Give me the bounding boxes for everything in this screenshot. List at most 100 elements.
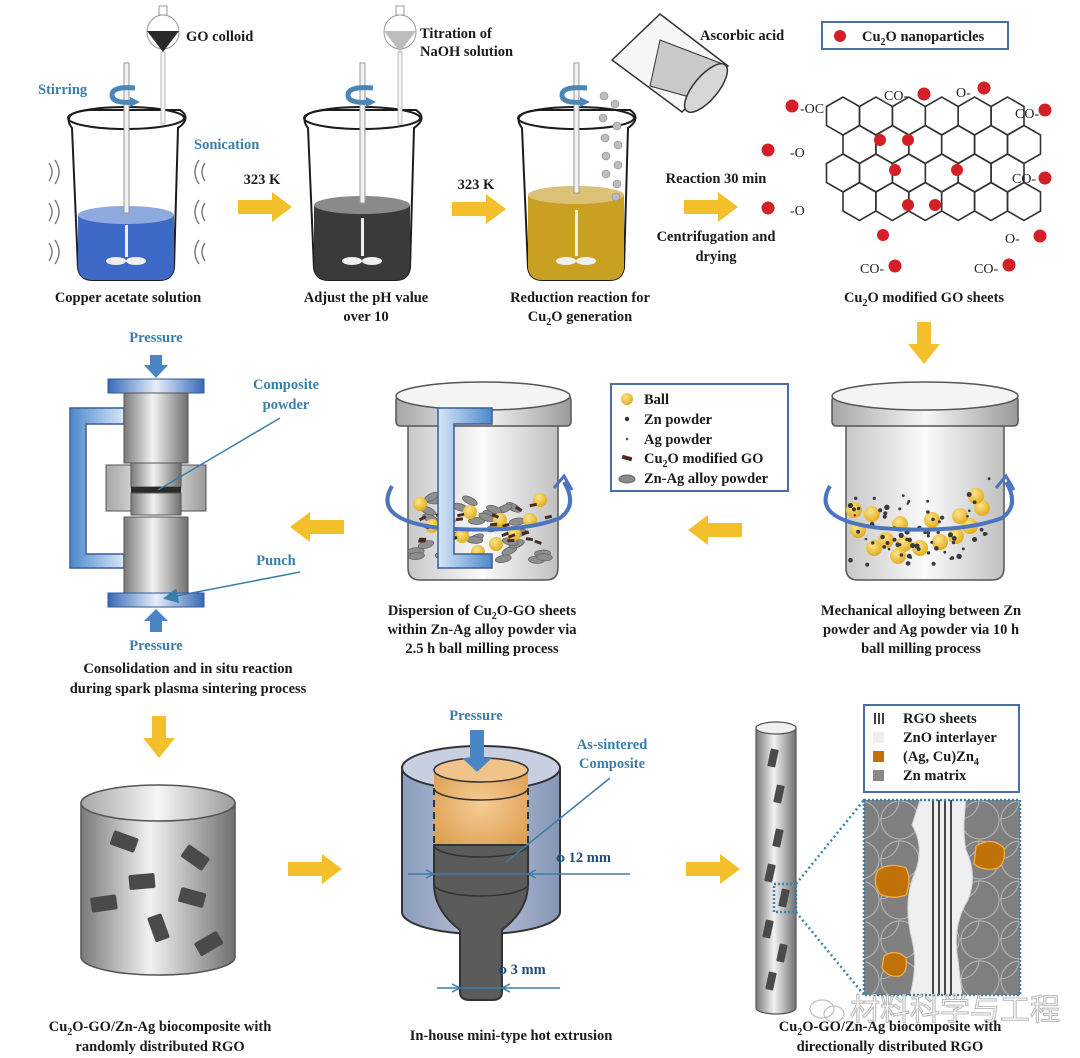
functional-group-label: CO-	[860, 262, 884, 277]
powder-particle	[854, 497, 857, 500]
powder-particle	[926, 510, 930, 514]
functional-group-label: CO-	[884, 89, 908, 104]
zno-swatch-icon	[873, 732, 884, 743]
as-sintered-label-2: Composite	[579, 756, 646, 772]
powder-particle	[886, 541, 890, 545]
composite-powder-label-1: Composite	[253, 377, 320, 393]
process-arrow-2	[452, 194, 506, 224]
powder-particle	[980, 528, 984, 532]
agcuzn-swatch-icon	[873, 751, 884, 762]
powder-particle	[952, 536, 957, 541]
powder-particle	[854, 514, 856, 516]
powder-particle	[898, 507, 901, 510]
powder-particle	[930, 541, 933, 544]
step3-caption-2: Cu2O generation	[528, 309, 633, 328]
step7-caption-1: Consolidation and in situ reaction	[83, 661, 292, 677]
process-arrow-5-left	[688, 515, 742, 545]
process-arrow-7-down	[143, 716, 175, 758]
ball-icon	[621, 393, 633, 405]
powder-particle	[900, 553, 904, 557]
composite-powder-label-2: powder	[263, 397, 310, 413]
cu2o-go-flake	[507, 539, 514, 542]
rgo-flake	[128, 873, 155, 890]
graphene-hexagon	[843, 183, 876, 221]
powder-particle	[956, 554, 961, 559]
powder-particle	[857, 507, 860, 510]
naoh-label-2: NaOH solution	[420, 44, 513, 60]
ag-powder-icon	[626, 438, 629, 441]
process-arrow-6-left	[290, 512, 344, 542]
go-colloid-label: GO colloid	[186, 29, 253, 45]
functional-group-label: -O	[790, 146, 805, 161]
graphene-hexagon	[925, 97, 958, 135]
functional-group-label: O-	[1005, 232, 1020, 247]
cu2o-particle	[902, 199, 914, 211]
step5-caption-2: powder and Ag powder via 10 h	[823, 622, 1019, 638]
graphene-hexagon	[860, 154, 893, 192]
dia-12-label: ϕ 12 mm	[556, 850, 611, 866]
step8-caption-2: randomly distributed RGO	[75, 1039, 244, 1055]
powder-particle	[899, 543, 902, 546]
sonication-label: Sonication	[194, 137, 259, 153]
cu2o-particle	[918, 88, 931, 101]
alloy-powder-icon	[619, 475, 635, 483]
powder-particle	[906, 561, 911, 566]
powder-particle	[934, 546, 939, 551]
powder-particle	[966, 515, 969, 518]
graphene-hexagon	[975, 126, 1008, 164]
graphene-hexagon	[942, 126, 975, 164]
cu2o-particle	[1039, 172, 1052, 185]
arrow3-label-bottom-2: drying	[695, 249, 737, 265]
powder-particle	[878, 508, 882, 512]
graphene-hexagon	[1008, 183, 1041, 221]
cu2o-particle	[978, 82, 991, 95]
powder-particle	[893, 538, 897, 542]
cu2o-particle	[786, 100, 799, 113]
graphene-hexagon	[958, 154, 991, 192]
zoom-guide-bottom	[796, 912, 864, 995]
graphene-hexagon	[942, 183, 975, 221]
arrow3-label-bottom-1: Centrifugation and	[657, 229, 776, 245]
arrow2-label: 323 K	[458, 177, 495, 193]
powder-particle	[938, 520, 941, 523]
arrow3-label-top: Reaction 30 min	[666, 171, 767, 187]
legend-zn-powder: Zn powder	[644, 412, 713, 428]
graphene-hexagon	[827, 154, 860, 192]
cu2o-particle	[1039, 104, 1052, 117]
process-arrow-9-right	[686, 854, 740, 884]
cu2o-particle	[877, 229, 889, 241]
powder-particle	[848, 503, 853, 508]
cu2o-particle	[889, 260, 902, 273]
powder-particle	[907, 500, 910, 503]
legend-ball: Ball	[644, 392, 669, 408]
milling-ball	[864, 506, 880, 522]
step10-caption-1: Cu2O-GO/Zn-Ag biocomposite with	[779, 1019, 1002, 1038]
powder-particle	[899, 533, 904, 538]
legend-alloy-powder: Zn-Ag alloy powder	[644, 471, 769, 487]
powder-particle	[985, 532, 988, 535]
pressure-bottom-label: Pressure	[129, 638, 183, 654]
powder-particle	[950, 557, 953, 560]
cu2o-particle	[1034, 230, 1047, 243]
cu2o-particle	[902, 134, 914, 146]
beaker-reduction	[518, 63, 636, 280]
cu2o-particle	[762, 202, 775, 215]
extrusion-pressure-label: Pressure	[449, 708, 503, 724]
zoom-guide-top	[796, 800, 864, 884]
powder-particle	[905, 538, 908, 541]
powder-particle	[882, 545, 886, 549]
legend-rgo-sheets: RGO sheets	[903, 711, 977, 727]
stirring-label: Stirring	[38, 82, 88, 98]
step5-caption-1: Mechanical alloying between Zn	[821, 603, 1021, 619]
functional-group-label: -O	[790, 204, 805, 219]
graphene-hexagon	[1008, 126, 1041, 164]
extruded-rod	[756, 722, 796, 1014]
graphene-hexagon	[909, 126, 942, 164]
powder-particle	[848, 558, 853, 563]
powder-particle	[883, 515, 887, 519]
step6-caption-1: Dispersion of Cu2O-GO sheets	[388, 603, 577, 622]
as-sintered-label-1: As-sintered	[577, 737, 648, 753]
step2-caption-1: Adjust the pH value	[304, 290, 429, 306]
separatory-funnel-go	[147, 6, 179, 124]
